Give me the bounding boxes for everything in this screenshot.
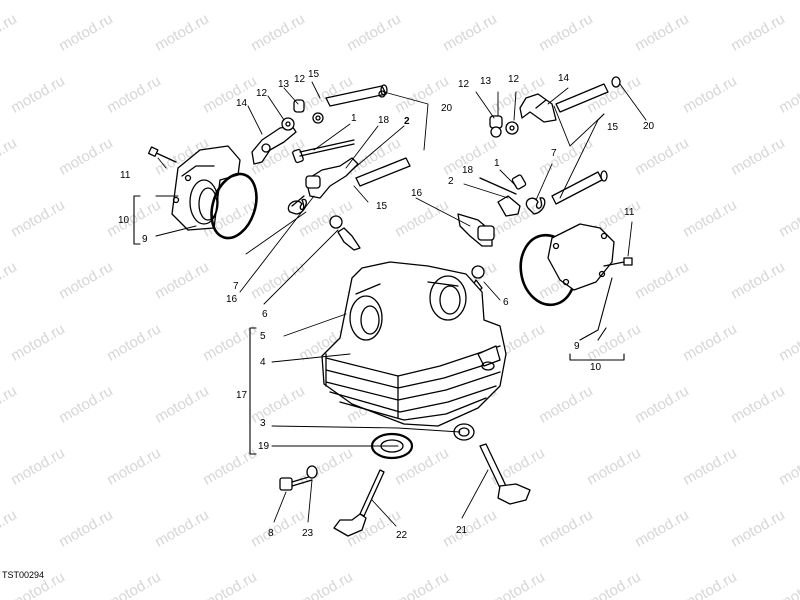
right-cover-bolt bbox=[603, 257, 633, 267]
callout-6: 6 bbox=[503, 297, 509, 308]
left-rocker-shaft bbox=[325, 84, 388, 107]
callout-18: 18 bbox=[378, 115, 390, 126]
callout-1: 1 bbox=[351, 113, 357, 124]
callout-8: 8 bbox=[268, 528, 274, 539]
left-valve-collet bbox=[329, 215, 361, 251]
left-opening-rocker bbox=[305, 157, 359, 199]
callout-5: 5 bbox=[260, 331, 266, 342]
callout-4: 4 bbox=[260, 357, 266, 368]
callout-15: 15 bbox=[376, 201, 388, 212]
callout-12: 12 bbox=[458, 79, 470, 90]
callout-19: 19 bbox=[258, 441, 270, 452]
callout-17: 17 bbox=[236, 390, 248, 401]
callout-16: 16 bbox=[411, 188, 423, 199]
callout-15: 15 bbox=[308, 69, 320, 80]
callout-14: 14 bbox=[236, 98, 248, 109]
callout-11: 11 bbox=[624, 207, 635, 218]
left-rocker-shims bbox=[281, 99, 324, 131]
callout-18: 18 bbox=[462, 165, 474, 176]
catalog-code: TST00294 bbox=[2, 570, 45, 580]
callout-12: 12 bbox=[294, 74, 306, 85]
leader-lines bbox=[157, 81, 647, 527]
callout-1: 1 bbox=[494, 158, 500, 169]
callout-23: 23 bbox=[302, 528, 314, 539]
left-o-ring bbox=[210, 172, 258, 240]
callout-20: 20 bbox=[643, 121, 655, 132]
callout-13: 13 bbox=[480, 76, 492, 87]
callout-20: 20 bbox=[441, 103, 453, 114]
callout-9: 9 bbox=[574, 341, 580, 352]
left-closing-spring bbox=[287, 195, 307, 215]
callout-12: 12 bbox=[256, 88, 268, 99]
callout-3: 3 bbox=[260, 418, 266, 429]
callout-7: 7 bbox=[551, 148, 557, 159]
left-camshaft-cover bbox=[171, 145, 241, 231]
callout-6: 6 bbox=[262, 309, 268, 320]
callout-7: 7 bbox=[233, 281, 239, 292]
callout-10: 10 bbox=[590, 362, 602, 373]
callout-11: 11 bbox=[120, 170, 131, 181]
cylinder-head bbox=[321, 261, 507, 441]
callout-22: 22 bbox=[396, 530, 408, 541]
exhaust-valve bbox=[333, 469, 385, 537]
callout-2: 2 bbox=[448, 176, 454, 187]
right-pushrod-cups bbox=[479, 174, 527, 217]
head-washer bbox=[306, 465, 318, 479]
intake-valve bbox=[479, 443, 531, 505]
callout-2: 2 bbox=[404, 116, 410, 127]
callout-10: 10 bbox=[118, 215, 130, 226]
callout-21: 21 bbox=[456, 525, 468, 536]
callout-13: 13 bbox=[278, 79, 290, 90]
right-rocker-shaft bbox=[555, 76, 621, 113]
right-rocker-shims bbox=[489, 115, 519, 138]
left-pushrod-cups bbox=[292, 139, 355, 164]
callout-14: 14 bbox=[558, 73, 570, 84]
right-closing-spring bbox=[525, 197, 546, 215]
callout-16: 16 bbox=[226, 294, 238, 305]
callout-12: 12 bbox=[508, 74, 520, 85]
callout-15: 15 bbox=[607, 122, 619, 133]
right-rocker-arm bbox=[519, 93, 557, 123]
right-camshaft-cover bbox=[547, 223, 615, 291]
right-opening-rocker bbox=[457, 213, 495, 247]
callout-9: 9 bbox=[142, 234, 148, 245]
left-shaft-2 bbox=[355, 157, 411, 187]
left-rocker-arm bbox=[251, 125, 297, 165]
right-lower-shaft bbox=[551, 170, 608, 205]
left-cover-bolt bbox=[147, 146, 177, 163]
grouping-brackets bbox=[133, 195, 625, 455]
head-bolt bbox=[279, 475, 313, 491]
